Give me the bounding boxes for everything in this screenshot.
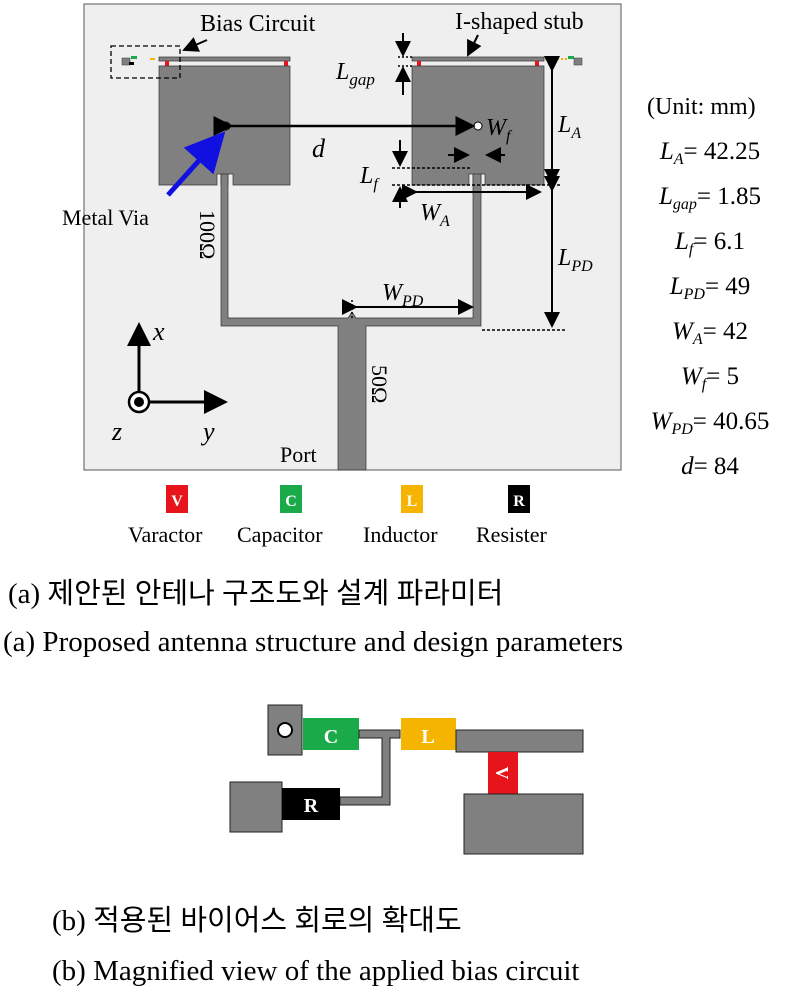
via-pointer-arrow <box>166 131 226 197</box>
unit-label: (Unit: mm) <box>647 94 756 120</box>
wa-dimension: WA <box>402 184 542 230</box>
i-shaped-stub-left <box>158 56 291 62</box>
component-legend: V Varactor C Capacitor L Inductor R Resister <box>128 485 548 547</box>
param-row: WPD= 40.65 <box>651 408 770 438</box>
lpd-label: LPD <box>557 245 593 275</box>
varactor-mark <box>165 61 169 66</box>
bias-circuit-label: Bias Circuit <box>200 11 316 37</box>
patch-edge <box>463 793 584 855</box>
metal-via <box>221 121 231 131</box>
port-label: Port <box>280 442 317 467</box>
lf-label: Lf <box>359 163 380 193</box>
i-shaped-stub-right <box>411 56 545 62</box>
varactor-mark <box>417 61 421 66</box>
ground-pad <box>229 781 283 833</box>
stub-arrow <box>467 34 482 57</box>
legend-swatch-resister <box>508 485 530 513</box>
bias-circuit-left <box>121 56 155 66</box>
legend-letter: R <box>513 493 525 510</box>
bias-circuit-right <box>545 56 583 66</box>
legend-letter: C <box>285 493 297 510</box>
param-row: Wf= 5 <box>681 363 739 393</box>
bias-circuit-arrow <box>182 37 208 52</box>
caption-b-ko: (b) 적용된 바이어스 회로의 확대도 <box>52 904 462 937</box>
feed-network <box>220 173 482 471</box>
metal-via-label: Metal Via <box>62 205 149 230</box>
wf-label: Wf <box>486 115 513 145</box>
lgap-label: Lgap <box>335 59 375 89</box>
resistor-label: R <box>304 795 319 817</box>
varactor-label: V <box>492 767 512 780</box>
varactor-block <box>488 752 518 794</box>
legend-label: Varactor <box>128 522 203 547</box>
bias-circuit-magnified: C L R V <box>229 704 584 855</box>
varactor-mark <box>284 61 288 66</box>
caption-a-ko: (a) 제안된 안테나 구조도와 설계 파라미터 <box>8 578 503 610</box>
metal-via <box>473 121 483 131</box>
inductor-block <box>401 718 456 750</box>
wa-label: WA <box>420 200 450 230</box>
legend-swatch-inductor <box>401 485 423 513</box>
y-axis-label: y <box>200 417 215 446</box>
legend-swatch-varactor <box>166 485 188 513</box>
d-label: d <box>312 134 326 163</box>
via-hole <box>277 722 293 738</box>
param-row: Lgap= 1.85 <box>658 183 761 213</box>
impedance-100-label: 100Ω <box>195 210 220 259</box>
legend-letter: L <box>407 493 418 510</box>
legend-swatch-capacitor <box>280 485 302 513</box>
legend-label: Resister <box>476 522 548 547</box>
bias-circuit-box <box>110 45 181 79</box>
stub-strip <box>455 729 584 753</box>
caption-a-en: (a) Proposed antenna structure and desig… <box>3 626 623 658</box>
legend-letter: V <box>171 493 183 510</box>
legend-label: Inductor <box>363 522 438 547</box>
impedance-50-label: 50Ω <box>367 365 392 403</box>
lgap-dimension: Lgap <box>335 33 412 95</box>
la-label: LA <box>557 112 581 142</box>
param-row: LA= 42.25 <box>659 138 760 168</box>
z-axis-label: z <box>111 417 122 446</box>
la-dimension: LA <box>544 56 581 185</box>
legend-label: Capacitor <box>237 522 323 547</box>
coordinate-axes: x y z <box>111 317 228 446</box>
caption-b-en: (b) Magnified view of the applied bias c… <box>52 955 579 987</box>
param-row: LPD= 49 <box>669 273 751 303</box>
capacitor-label: C <box>324 726 338 748</box>
resistor-block <box>282 788 340 820</box>
stub-label: I-shaped stub <box>455 9 584 35</box>
capacitor-block <box>303 718 359 750</box>
param-row: Lf= 6.1 <box>674 228 745 258</box>
param-row: WA= 42 <box>672 318 748 348</box>
inductor-label: L <box>421 726 434 748</box>
x-axis-label: x <box>152 317 165 346</box>
param-row: d= 84 <box>681 453 739 480</box>
lpd-dimension: LPD <box>482 176 593 331</box>
wpd-label: WPD <box>382 280 424 310</box>
varactor-mark <box>535 61 539 66</box>
wpd-dimension: WPD <box>342 280 474 318</box>
